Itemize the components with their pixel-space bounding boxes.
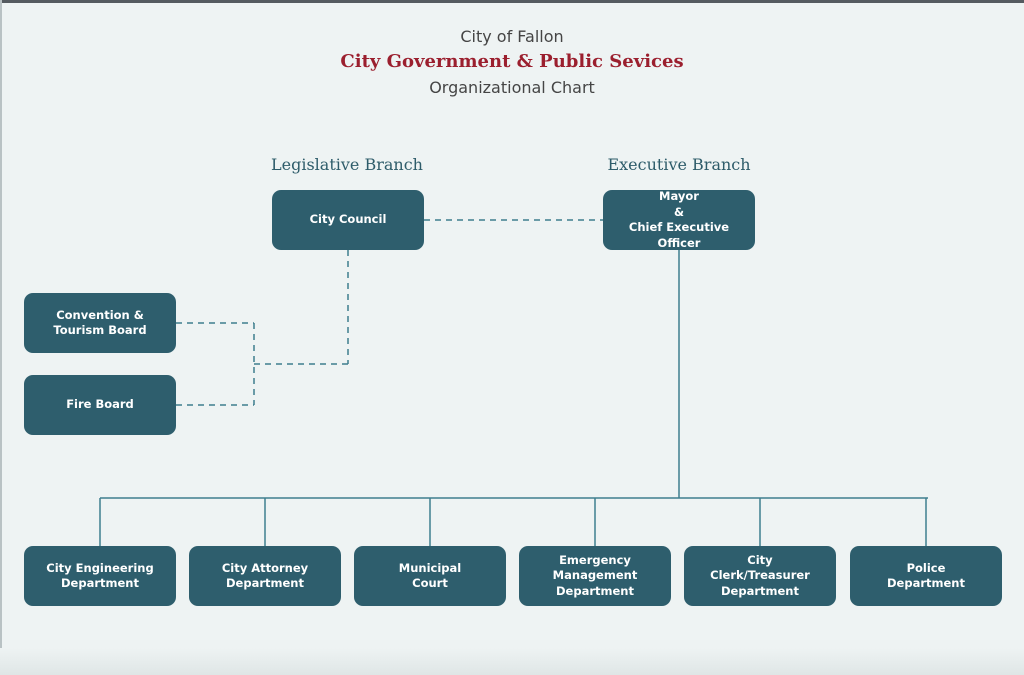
window-left-border	[0, 0, 2, 675]
legislative-branch-label: Legislative Branch	[271, 155, 423, 174]
window-top-border	[0, 0, 1024, 3]
police-department-box: Police Department	[850, 546, 1002, 606]
city-engineering-department-box: City Engineering Department	[24, 546, 176, 606]
fire-board-box: Fire Board	[24, 375, 176, 435]
chart-city-name: City of Fallon	[460, 27, 564, 46]
executive-branch-label: Executive Branch	[607, 155, 751, 174]
chart-title: City Government & Public Sevices	[340, 51, 684, 72]
chart-subtitle: Organizational Chart	[429, 78, 595, 97]
city-clerk-treasurer-department-box: City Clerk/Treasurer Department	[684, 546, 836, 606]
emergency-management-department-box: Emergency Management Department	[519, 546, 671, 606]
convention-tourism-board-box: Convention & Tourism Board	[24, 293, 176, 353]
bottom-shadow	[0, 648, 1024, 675]
city-council-box: City Council	[272, 190, 424, 250]
city-attorney-department-box: City Attorney Department	[189, 546, 341, 606]
mayor-box: Mayor & Chief Executive Officer	[603, 189, 755, 250]
municipal-court-box: Municipal Court	[354, 546, 506, 606]
